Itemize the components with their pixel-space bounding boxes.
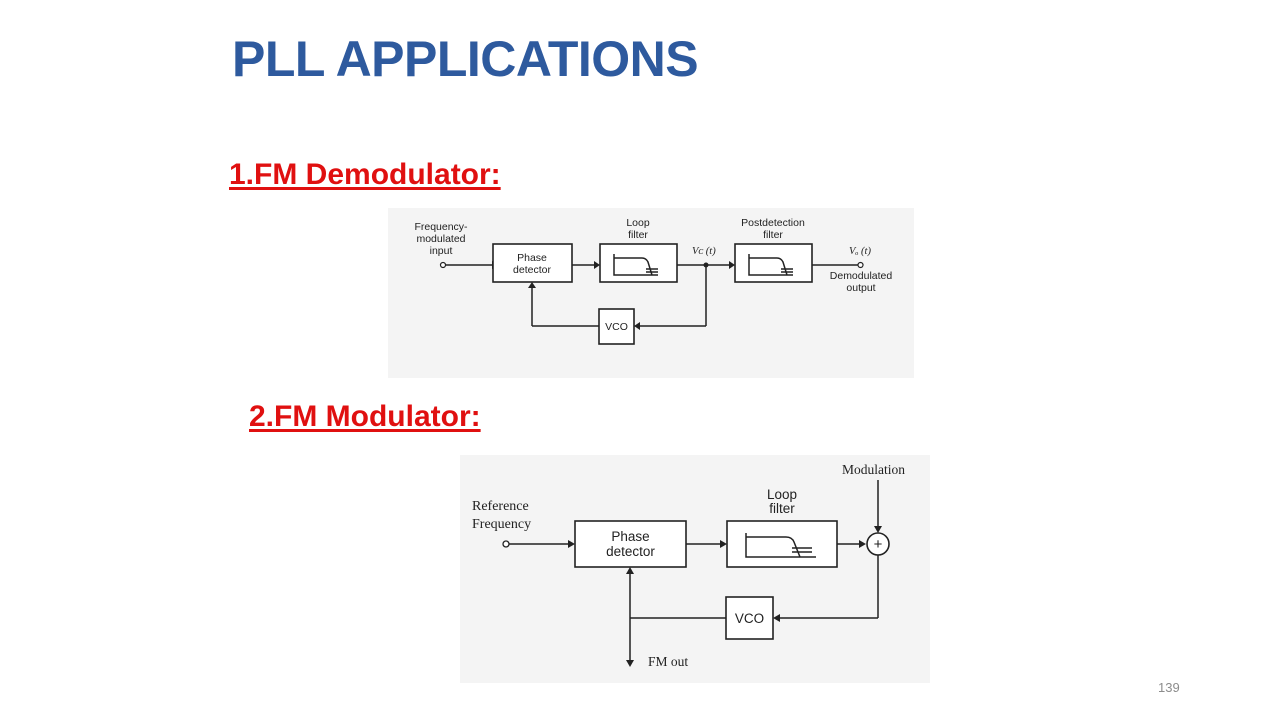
reference-label-line1: Reference <box>472 499 529 514</box>
loop-filter-label-line1: Loop <box>626 217 650 229</box>
postdetection-filter-block <box>734 243 813 283</box>
demodulated-output-label-line2: output <box>846 282 875 294</box>
lowpass-filter-icon <box>745 533 816 558</box>
modulation-label: Modulation <box>842 462 905 477</box>
vco-block <box>725 596 774 640</box>
fm-demodulator-heading: 1.FM Demodulator: <box>229 158 501 191</box>
phase-detector-label-line1: Phase <box>517 252 547 264</box>
input-terminal <box>439 261 447 269</box>
fm-demodulator-diagram: Frequency- modulated input Phase detecto… <box>388 208 914 378</box>
vc-label: Vᴄ (t) <box>692 246 716 257</box>
phase-detector-label-line1: Phase <box>611 529 649 544</box>
vco-label: VCO <box>735 611 764 626</box>
phase-detector-label-line2: detector <box>606 544 655 559</box>
slide-number: 139 <box>1158 680 1180 695</box>
lowpass-filter-icon <box>748 254 793 276</box>
fm-input-label-line2: modulated <box>416 233 465 245</box>
reference-input-terminal <box>502 540 510 548</box>
lowpass-filter-icon <box>613 254 658 276</box>
loop-filter-block <box>726 520 838 568</box>
slide-title: PLL APPLICATIONS <box>232 31 699 87</box>
vco-label: VCO <box>605 321 628 333</box>
summing-junction-symbol: + <box>874 536 883 553</box>
phase-detector-block <box>492 243 573 283</box>
fm-input-label-line1: Frequency- <box>414 221 468 233</box>
output-terminal <box>857 261 864 269</box>
vo-label: Vₒ (t) <box>849 246 871 257</box>
loop-filter-label-line2: filter <box>769 501 795 516</box>
fm-modulator-diagram: Reference Frequency Phase detector Loop … <box>460 455 930 683</box>
demodulated-output-label-line1: Demodulated <box>830 270 893 282</box>
fm-input-label-line3: input <box>430 245 453 257</box>
loop-filter-label-line2: filter <box>628 229 648 241</box>
phase-detector-label-line2: detector <box>513 264 551 276</box>
fm-out-label: FM out <box>648 654 688 669</box>
phase-detector-block <box>574 520 687 568</box>
fm-modulator-heading: 2.FM Modulator: <box>249 400 481 433</box>
loop-filter-label-line1: Loop <box>767 487 797 502</box>
postdetection-filter-label-line1: Postdetection <box>741 217 805 229</box>
loop-filter-block <box>599 243 678 283</box>
postdetection-filter-label-line2: filter <box>763 229 783 241</box>
reference-label-line2: Frequency <box>472 517 531 532</box>
